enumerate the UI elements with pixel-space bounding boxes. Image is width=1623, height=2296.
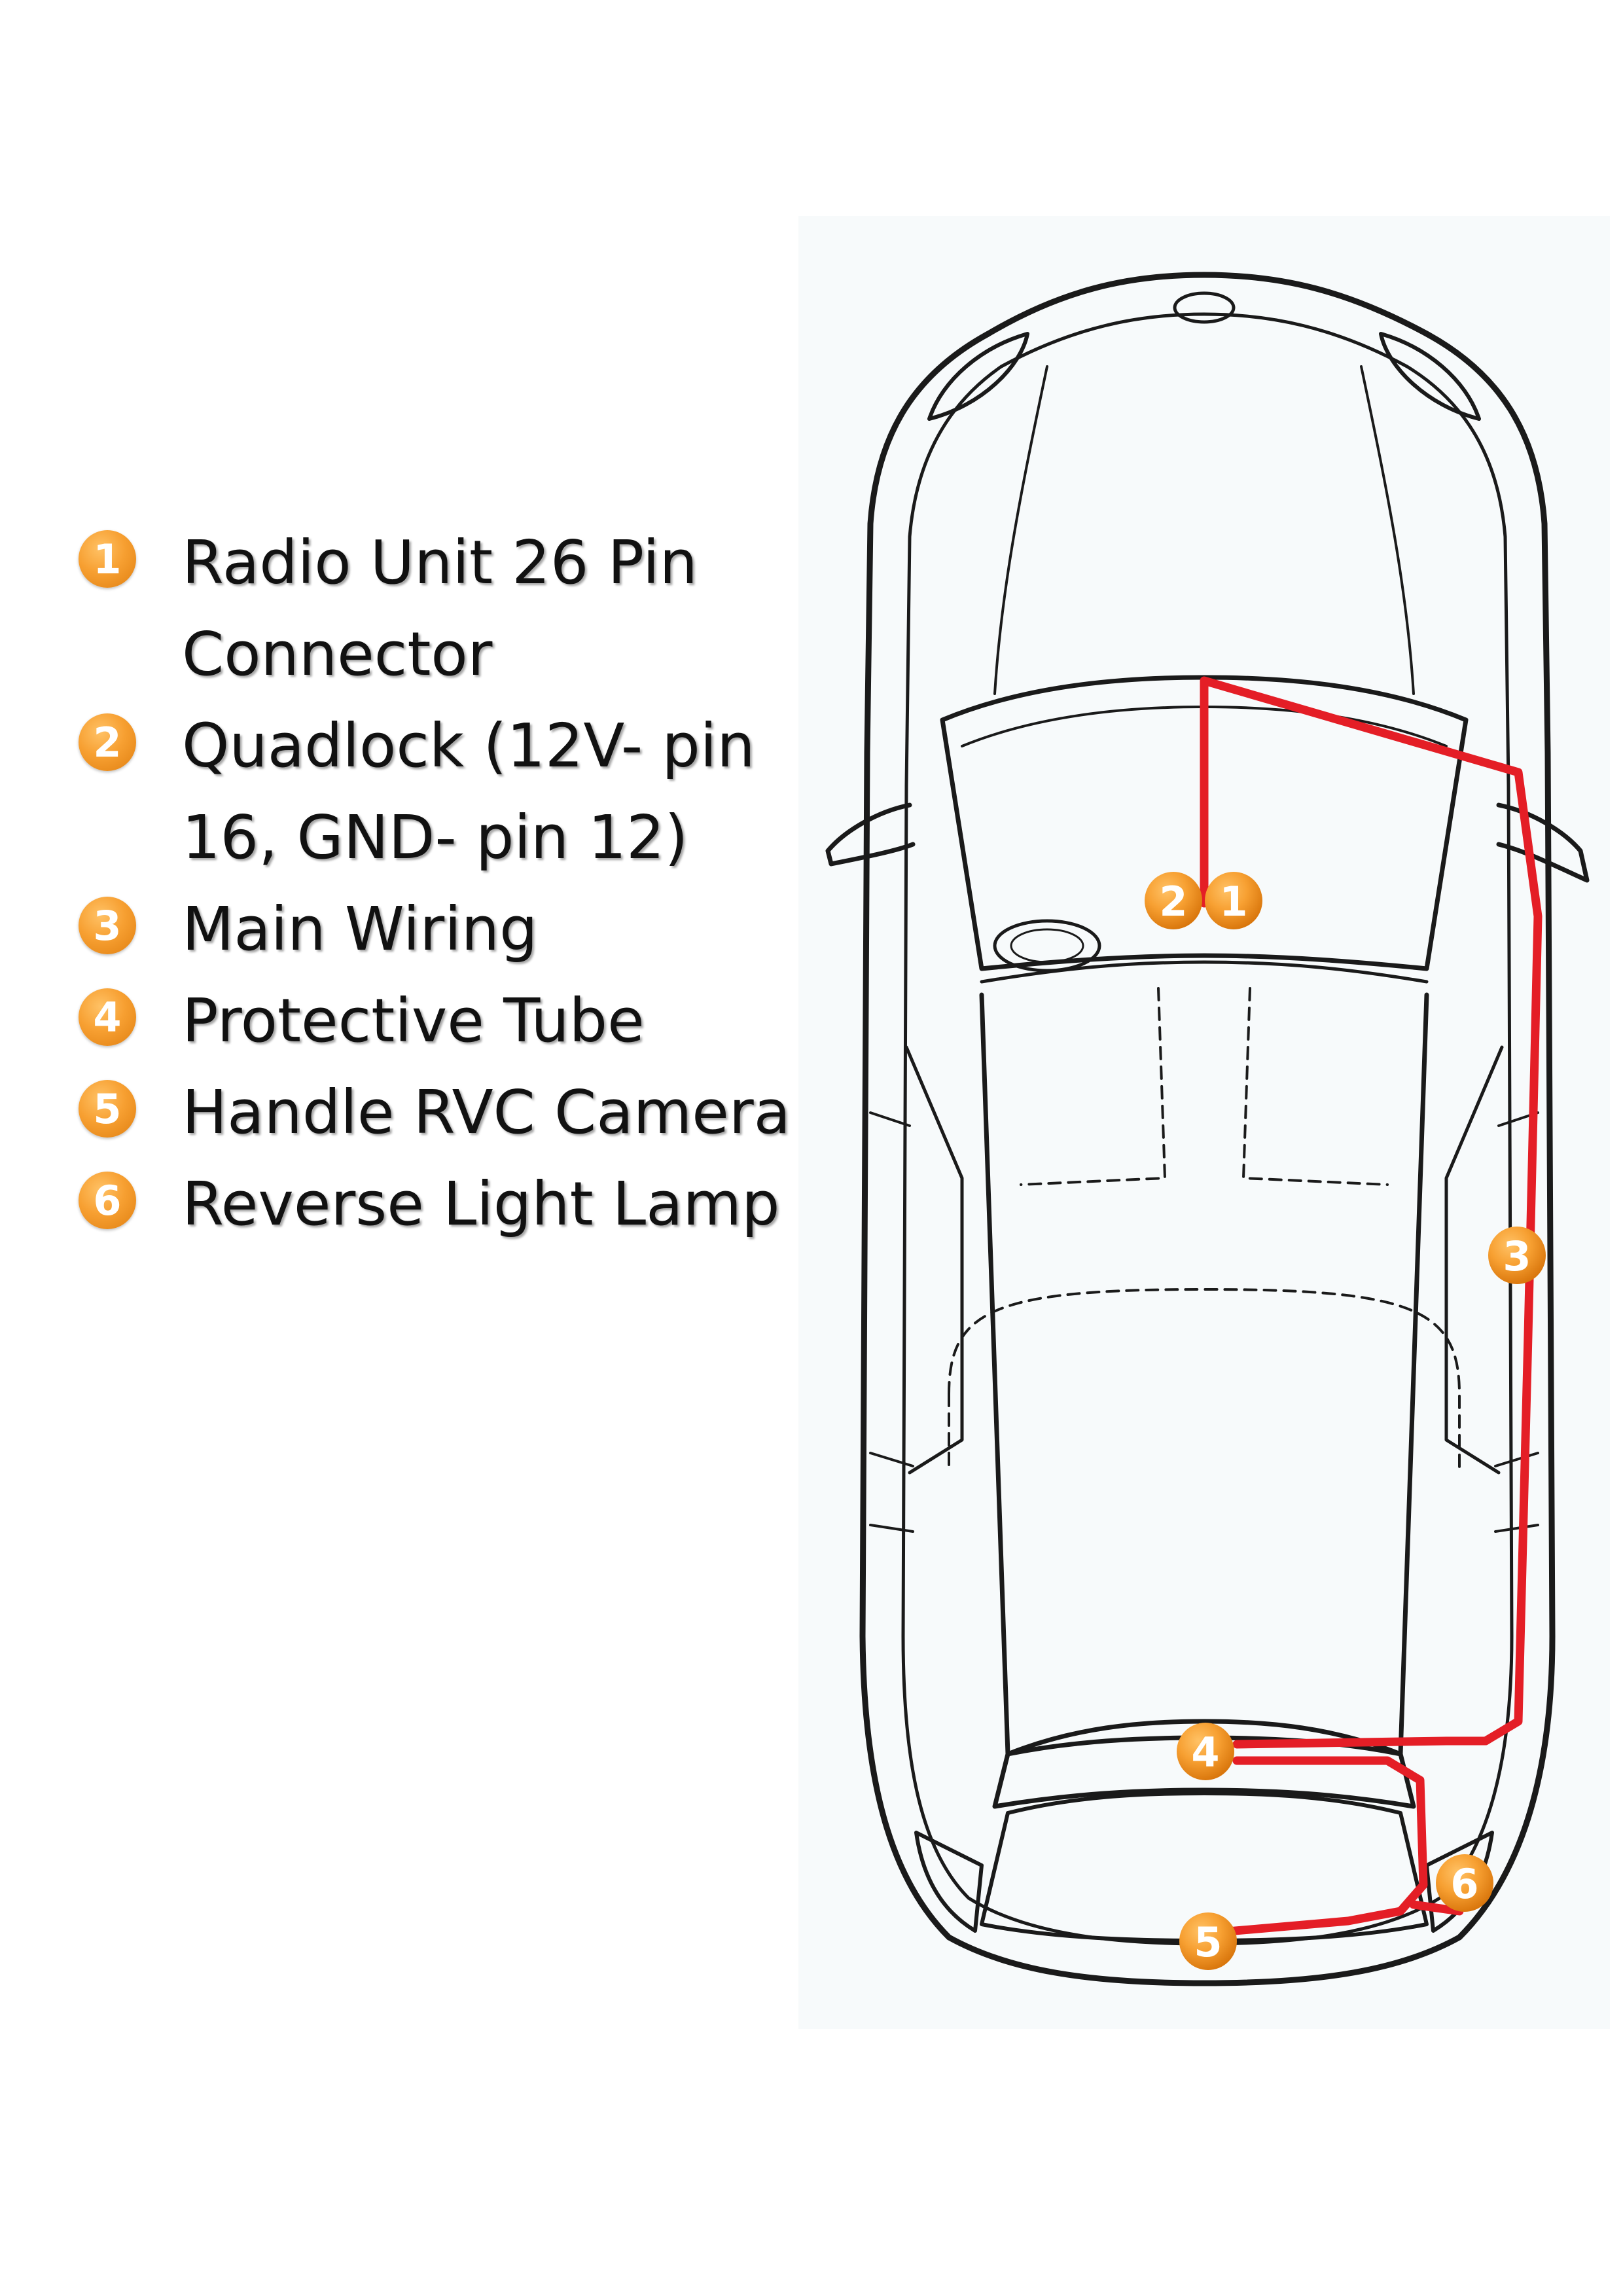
legend-number-badge: 3	[79, 897, 136, 954]
marker-label: 6	[1450, 1860, 1478, 1908]
front-emblem	[1173, 291, 1236, 324]
marker-1: 1	[1205, 872, 1262, 929]
left-mirror	[825, 802, 916, 867]
marker-label: 3	[1503, 1232, 1531, 1280]
reverse-lamp-wire	[1409, 1900, 1464, 1916]
marker-badge	[1436, 1854, 1493, 1912]
rear-window	[992, 1719, 1416, 1809]
legend-item-4: 4 Protective Tube	[79, 975, 864, 1067]
legend-number-badge: 5	[79, 1080, 136, 1138]
legend-number-badge: 1	[79, 530, 136, 588]
marker-badge	[1179, 1912, 1237, 1970]
legend-number-badge: 6	[79, 1172, 136, 1229]
legend-item-6: 6 Reverse Light Lamp	[79, 1158, 864, 1250]
marker-label: 4	[1191, 1729, 1219, 1776]
marker-4: 4	[1177, 1723, 1234, 1780]
dashboard	[980, 960, 1429, 984]
car-body-outline	[859, 272, 1556, 1986]
car-inner-outline	[901, 312, 1514, 1946]
hood-line-right	[1360, 365, 1415, 695]
windshield	[940, 675, 1469, 971]
legend-number-badge: 4	[79, 988, 136, 1046]
legend-label: Handle RVC Camera	[182, 1077, 791, 1147]
legend-item-3: 3 Main Wiring	[79, 884, 864, 975]
marker-badge	[1488, 1227, 1546, 1284]
left-door-lines	[869, 1111, 914, 1533]
marker-label: 5	[1194, 1918, 1222, 1966]
trunk-lid	[980, 1791, 1429, 1943]
legend-item-5: 5 Handle RVC Camera	[79, 1067, 864, 1158]
legend-item-2: 2 Quadlock (12V- pin 16, GND- pin 12)	[79, 700, 864, 884]
legend-label: Quadlock (12V- pin 16, GND- pin 12)	[182, 711, 755, 872]
wiring-route	[1193, 676, 1543, 1939]
steering-pod-inner	[1010, 928, 1084, 963]
marker-label: 2	[1159, 878, 1187, 925]
legend-label: Reverse Light Lamp	[182, 1169, 780, 1239]
legend-label: Main Wiring	[182, 894, 538, 964]
rear-seat-dashed	[948, 1288, 1461, 1474]
marker-2: 2	[1145, 872, 1202, 929]
front-seats-dashed	[1020, 987, 1389, 1186]
marker-label: 1	[1219, 878, 1247, 925]
legend-number-badge: 2	[79, 713, 136, 771]
legend-label: Radio Unit 26 Pin Connector	[182, 528, 698, 689]
left-headlight	[927, 332, 1029, 421]
car-outline	[825, 272, 1590, 1986]
right-side-windows	[1444, 1045, 1504, 1475]
camera-wire	[1193, 1756, 1428, 1939]
main-wire	[1200, 676, 1543, 1749]
right-mirror	[1496, 802, 1590, 883]
hood-line-left	[993, 365, 1048, 695]
marker-badge	[1177, 1723, 1234, 1780]
right-headlight	[1379, 332, 1481, 421]
marker-badge	[1145, 872, 1202, 929]
marker-badge	[1205, 872, 1262, 929]
legend-item-1: 1 Radio Unit 26 Pin Connector	[79, 517, 864, 700]
legend: 1 Radio Unit 26 Pin Connector 2 Quadlock…	[79, 517, 864, 1250]
left-tail-light	[914, 1831, 984, 1933]
legend-label: Protective Tube	[182, 986, 645, 1056]
marker-6: 6	[1436, 1854, 1493, 1912]
marker-5: 5	[1179, 1912, 1237, 1970]
left-side-windows	[904, 1045, 964, 1475]
marker-3: 3	[1488, 1227, 1546, 1284]
